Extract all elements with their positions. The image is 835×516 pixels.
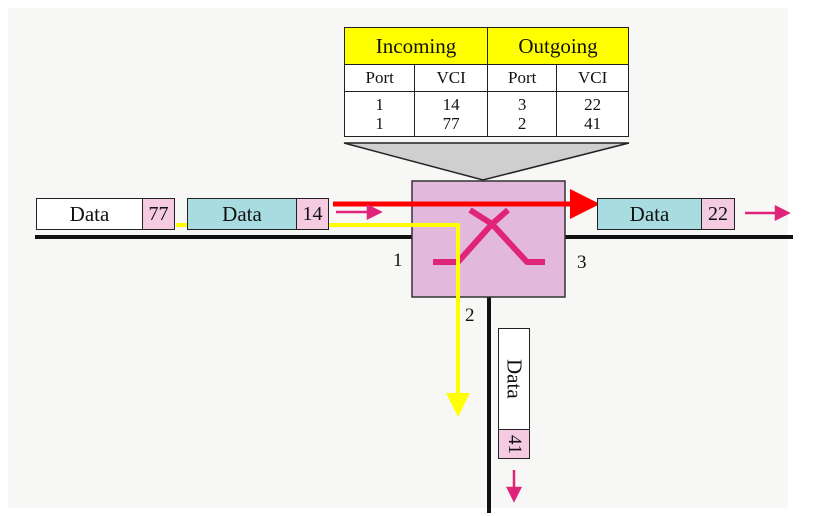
column-header: Port — [343, 64, 416, 92]
frame-vci-label: 14 — [296, 198, 329, 230]
frame-data-label: Data — [36, 198, 143, 230]
switch-box — [411, 180, 566, 298]
port-label-3: 3 — [577, 252, 587, 273]
column-header: VCI — [414, 64, 488, 92]
table-funnel — [343, 142, 630, 181]
switch-symbol-icon — [433, 207, 545, 265]
table-header-outgoing: Outgoing — [486, 27, 630, 65]
arrow-right-icon — [745, 204, 791, 222]
arrow-right-icon — [336, 203, 383, 221]
port-label-2: 2 — [465, 305, 475, 326]
column-header: VCI — [556, 64, 629, 92]
arrow-down-icon — [505, 470, 523, 503]
frame-vci-label: 22 — [701, 198, 735, 230]
frame-data-label: Data — [597, 198, 702, 230]
frame-vci-label: 41 — [498, 429, 530, 459]
column-header: Port — [486, 64, 558, 92]
frame-data-label: Data — [187, 198, 297, 230]
port-label-1: 1 — [393, 250, 403, 271]
frame-data-label: Data — [498, 328, 530, 430]
frame-vci-label: 77 — [142, 198, 175, 230]
table-header-incoming: Incoming — [344, 27, 488, 65]
